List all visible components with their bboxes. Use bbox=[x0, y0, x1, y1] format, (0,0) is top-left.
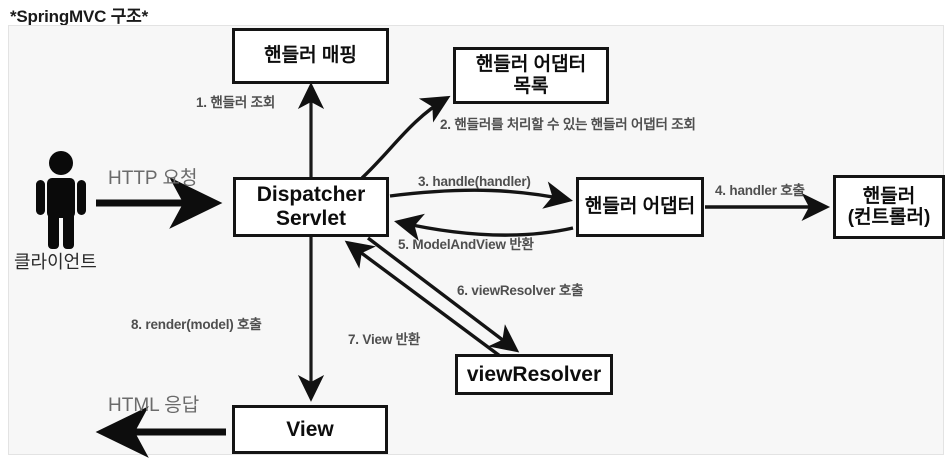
node-dispatcher-servlet[interactable]: Dispatcher Servlet bbox=[233, 177, 389, 237]
person-icon-leg-right bbox=[63, 212, 74, 249]
node-view-label: View bbox=[286, 417, 334, 441]
step-label-7: 7. View 반환 bbox=[348, 332, 421, 347]
http-request-label: HTTP 요청 bbox=[108, 168, 198, 189]
person-icon-torso bbox=[47, 178, 75, 218]
node-handler-adapter-list-line2: 목록 bbox=[513, 75, 549, 97]
html-response-label: HTML 응답 bbox=[108, 395, 200, 416]
step-label-2: 2. 핸들러를 처리할 수 있는 핸들러 어댑터 조회 bbox=[440, 117, 696, 132]
arrow-step-3 bbox=[389, 181, 573, 209]
arrow-step-7 bbox=[344, 240, 502, 358]
step-label-6: 6. viewResolver 호출 bbox=[457, 283, 584, 298]
person-icon-arm-right bbox=[77, 180, 86, 215]
node-handler-adapter-list-line1: 핸들러 어댑터 bbox=[475, 54, 587, 76]
person-icon-head bbox=[49, 151, 73, 175]
person-icon-arm-left bbox=[36, 180, 45, 215]
node-view[interactable]: View bbox=[232, 405, 388, 454]
step-label-4: 4. handler 호출 bbox=[715, 183, 805, 198]
client-label: 클라이언트 bbox=[14, 252, 97, 272]
node-view-resolver-label: viewResolver bbox=[466, 362, 602, 386]
node-handler-adapter-label: 핸들러 어댑터 bbox=[584, 196, 696, 218]
node-handler-controller-line1: 핸들러 bbox=[862, 185, 916, 207]
arrow-step-5 bbox=[394, 213, 574, 241]
node-dispatcher-servlet-line1: Dispatcher bbox=[256, 183, 366, 207]
arrow-step-6 bbox=[366, 236, 520, 353]
node-dispatcher-servlet-line2: Servlet bbox=[275, 207, 347, 230]
arrow-step-2 bbox=[360, 95, 451, 180]
step-label-1: 1. 핸들러 조회 bbox=[196, 95, 276, 110]
node-handler-mapping[interactable]: 핸들러 매핑 bbox=[232, 28, 389, 84]
page-title: *SpringMVC 구조* bbox=[10, 7, 149, 26]
node-handler-adapter[interactable]: 핸들러 어댑터 bbox=[576, 177, 704, 237]
node-handler-controller-line2: (컨트롤러) bbox=[847, 207, 931, 228]
person-icon-leg-left bbox=[48, 212, 59, 249]
node-handler-controller[interactable]: 핸들러 (컨트롤러) bbox=[833, 175, 945, 239]
step-label-8: 8. render(model) 호출 bbox=[131, 317, 262, 332]
client-actor bbox=[36, 151, 86, 249]
node-handler-mapping-label: 핸들러 매핑 bbox=[264, 45, 357, 67]
step-label-3: 3. handle(handler) bbox=[418, 174, 531, 189]
node-view-resolver[interactable]: viewResolver bbox=[455, 354, 613, 395]
step-label-5: 5. ModelAndView 반환 bbox=[398, 237, 534, 252]
node-handler-adapter-list[interactable]: 핸들러 어댑터 목록 bbox=[453, 47, 609, 104]
